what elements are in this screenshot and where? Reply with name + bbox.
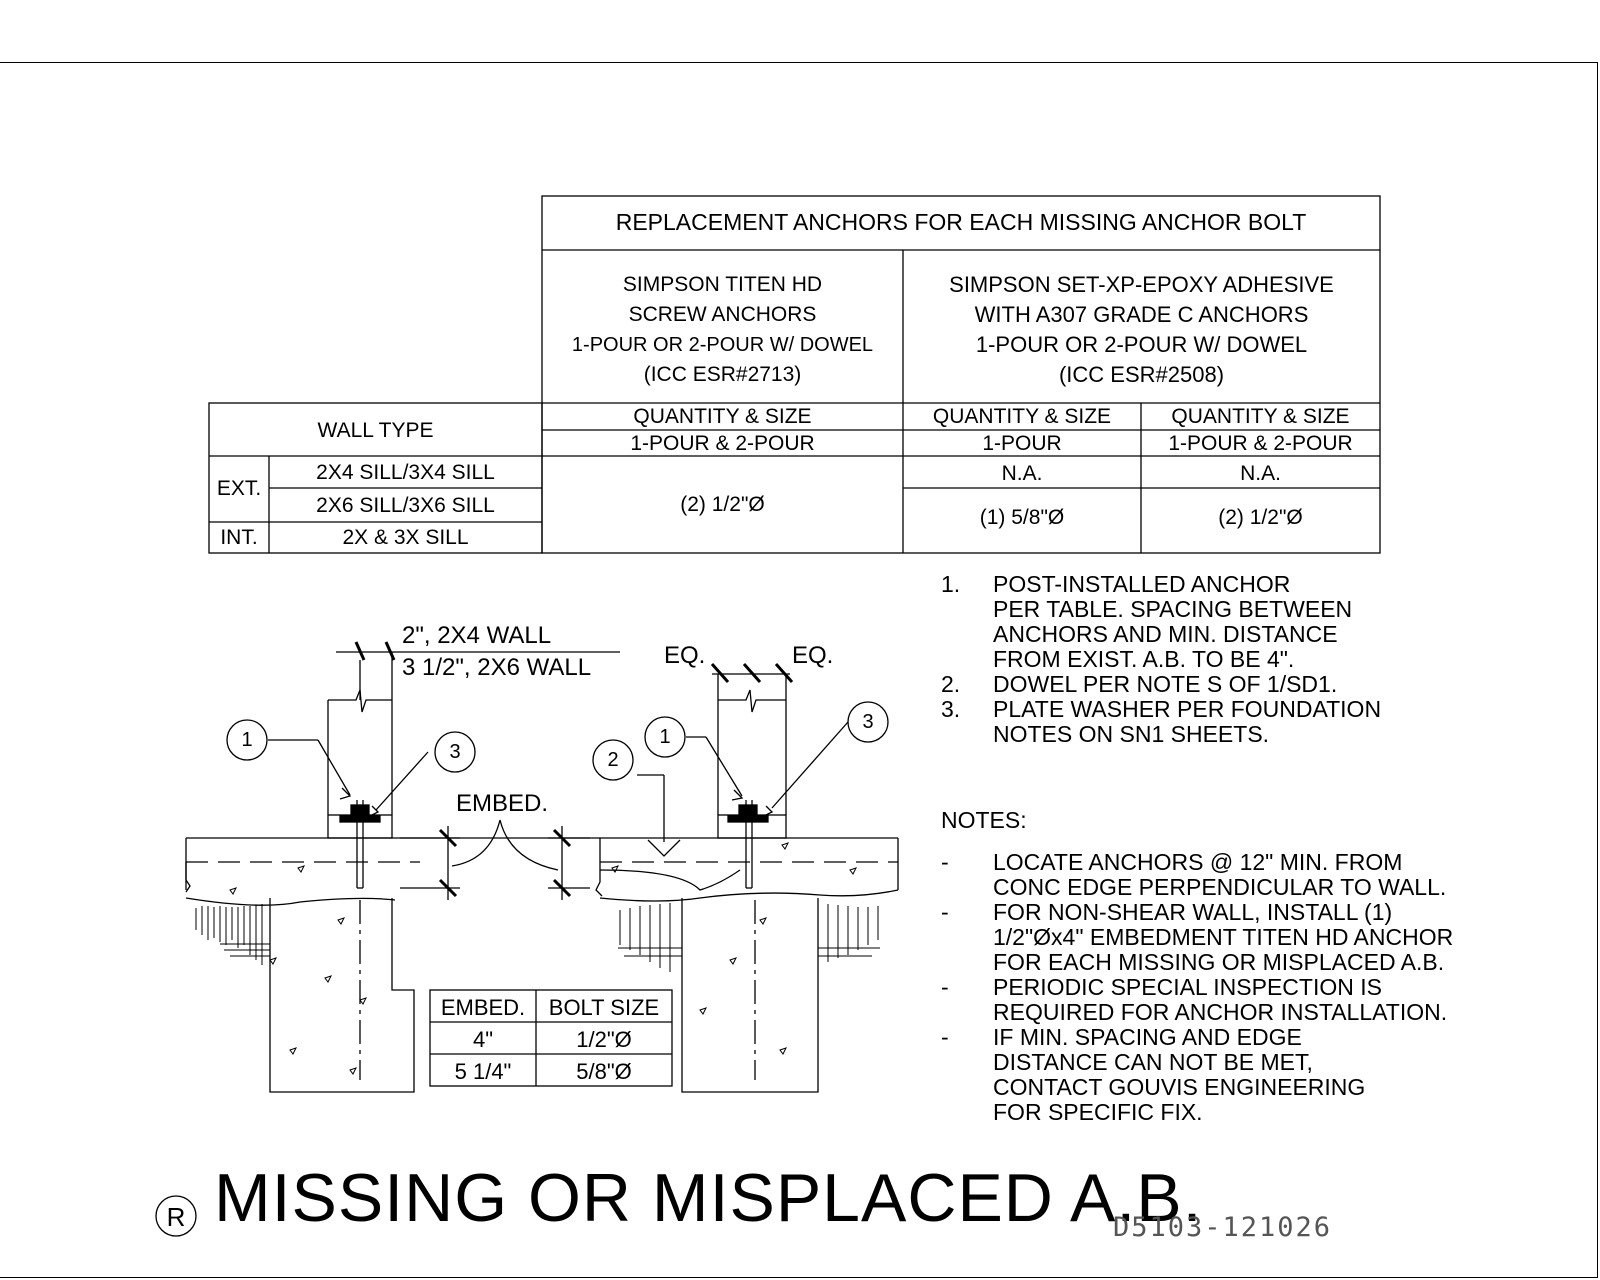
embed-dim-label: EMBED. [456,790,549,817]
row-2x4-sill: 2X4 SILL/3X4 SILL [316,461,495,484]
note-line: DOWEL PER NOTE S OF 1/SD1. [993,671,1338,697]
embed-table-header: BOLT SIZE [548,995,660,1020]
note-line: CONTACT GOUVIS ENGINEERING [993,1074,1366,1100]
titen-header-line: 1-POUR OR 2-POUR W/ DOWEL [571,334,874,356]
note-line: POST-INSTALLED ANCHOR [993,571,1291,597]
note-text: POST-INSTALLED ANCHOR PER TABLE. SPACING… [993,572,1352,672]
epoxy-2pour-value: (2) 1/2"Ø [1218,506,1303,529]
callout-1-label: 1 [241,729,253,751]
wall-2x4-dim-label: 2", 2X4 WALL [402,622,552,649]
general-note: - IF MIN. SPACING AND EDGE DISTANCE CAN … [941,1025,1453,1125]
numbered-note: 2. DOWEL PER NOTE S OF 1/SD1. [941,672,1381,697]
titen-header-line: SCREW ANCHORS [628,303,817,326]
general-notes: - LOCATE ANCHORS @ 12" MIN. FROM CONC ED… [941,850,1453,1125]
left-detail-section [185,641,898,1093]
wall-2x6-dim-label: 3 1/2", 2X6 WALL [402,654,592,681]
note-bullet: - [941,849,949,875]
ext-label: EXT. [216,477,262,500]
note-text: FOR NON-SHEAR WALL, INSTALL (1) 1/2"Øx4"… [993,900,1453,975]
note-line: IF MIN. SPACING AND EDGE [993,1024,1302,1050]
callout-1-label: 1 [659,726,671,748]
pour-header: 1-POUR & 2-POUR [630,432,815,455]
pour-header: 1-POUR [982,432,1062,455]
note-text: DOWEL PER NOTE S OF 1/SD1. [993,672,1337,697]
note-bullet: - [941,899,949,925]
pour-header: 1-POUR & 2-POUR [1168,432,1353,455]
na-value: N.A. [1240,462,1281,485]
note-line: PERIODIC SPECIAL INSPECTION IS [993,974,1382,1000]
note-number: 1. [941,571,961,597]
notes-header: NOTES: [941,807,1027,833]
row-int-sill: 2X & 3X SILL [342,526,469,549]
eq-dim-label: EQ. [792,642,834,669]
note-line: PER TABLE. SPACING BETWEEN [993,596,1353,622]
embed-table-header: EMBED. [440,995,526,1020]
general-note: - LOCATE ANCHORS @ 12" MIN. FROM CONC ED… [941,850,1453,900]
titen-value: (2) 1/2"Ø [680,493,765,516]
numbered-note: 3. PLATE WASHER PER FOUNDATION NOTES ON … [941,697,1381,747]
embed-table-cell: 1/2"Ø [576,1027,632,1052]
note-text: IF MIN. SPACING AND EDGE DISTANCE CAN NO… [993,1025,1365,1125]
note-line: LOCATE ANCHORS @ 12" MIN. FROM [993,849,1403,875]
note-line: REQUIRED FOR ANCHOR INSTALLATION. [993,999,1448,1025]
epoxy-header: SIMPSON SET-XP-EPOXY ADHESIVE WITH A307 … [903,270,1380,390]
note-line: ANCHORS AND MIN. DISTANCE [993,621,1338,647]
embed-table-cell: 5 1/4" [454,1059,512,1084]
int-label: INT. [220,526,258,549]
note-line: FROM EXIST. A.B. TO BE 4". [993,646,1295,672]
eq-dim-label: EQ. [664,642,706,669]
anchor-table-grid [208,195,1381,554]
general-note: - FOR NON-SHEAR WALL, INSTALL (1) 1/2"Øx… [941,900,1453,975]
epoxy-1pour-value: (1) 5/8"Ø [979,506,1065,529]
callout-2-label: 2 [607,749,619,771]
embed-table-cell: 5/8"Ø [576,1059,632,1084]
table-main-header: REPLACEMENT ANCHORS FOR EACH MISSING ANC… [615,209,1307,235]
note-bullet: - [941,974,949,1000]
qty-size-header: QUANTITY & SIZE [633,405,812,428]
epoxy-header-line: 1-POUR OR 2-POUR W/ DOWEL [975,332,1308,357]
titen-header: SIMPSON TITEN HD SCREW ANCHORS 1-POUR OR… [542,270,903,390]
note-text: PLATE WASHER PER FOUNDATION NOTES ON SN1… [993,697,1381,747]
qty-size-header: QUANTITY & SIZE [932,405,1112,428]
drawing-sheet-border [0,62,1598,1278]
epoxy-header-line: (ICC ESR#2508) [1058,362,1225,387]
callout-3-label: 3 [862,711,874,733]
qty-size-header: QUANTITY & SIZE [1171,405,1350,428]
embed-table-grid [429,989,673,1087]
epoxy-header-line: WITH A307 GRADE C ANCHORS [974,302,1309,327]
callout-3-label: 3 [449,741,461,763]
titen-header-line: (ICC ESR#2713) [643,363,802,386]
note-line: CONC EDGE PERPENDICULAR TO WALL. [993,874,1447,900]
wall-type-label: WALL TYPE [317,419,434,442]
note-line: PLATE WASHER PER FOUNDATION [993,696,1382,722]
row-2x6-sill: 2X6 SILL/3X6 SILL [316,494,495,517]
note-line: FOR SPECIFIC FIX. [993,1099,1203,1125]
note-line: FOR EACH MISSING OR MISPLACED A.B. [993,949,1445,975]
general-note: - PERIODIC SPECIAL INSPECTION IS REQUIRE… [941,975,1453,1025]
note-line: NOTES ON SN1 SHEETS. [993,721,1270,747]
note-text: PERIODIC SPECIAL INSPECTION IS REQUIRED … [993,975,1447,1025]
numbered-note: 1. POST-INSTALLED ANCHOR PER TABLE. SPAC… [941,572,1381,672]
numbered-notes: 1. POST-INSTALLED ANCHOR PER TABLE. SPAC… [941,572,1381,747]
drawing-number: D5103-121026 [1113,1212,1333,1243]
titen-header-line: SIMPSON TITEN HD [622,273,823,296]
callout-circles [155,701,889,1237]
note-line: FOR NON-SHEAR WALL, INSTALL (1) [993,899,1393,925]
embed-table-cell: 4" [472,1027,494,1052]
note-text: LOCATE ANCHORS @ 12" MIN. FROM CONC EDGE… [993,850,1446,900]
drawing-title: MISSING OR MISPLACED A.B. [214,1160,1203,1236]
epoxy-header-line: SIMPSON SET-XP-EPOXY ADHESIVE [949,272,1334,297]
note-bullet: - [941,1024,949,1050]
na-value: N.A. [1001,462,1043,485]
note-number: 2. [941,671,961,697]
detail-mark: R [166,1202,186,1232]
note-number: 3. [941,696,961,722]
right-detail-section [595,663,899,1093]
note-line: 1/2"Øx4" EMBEDMENT TITEN HD ANCHOR [993,924,1454,950]
note-line: DISTANCE CAN NOT BE MET, [993,1049,1313,1075]
